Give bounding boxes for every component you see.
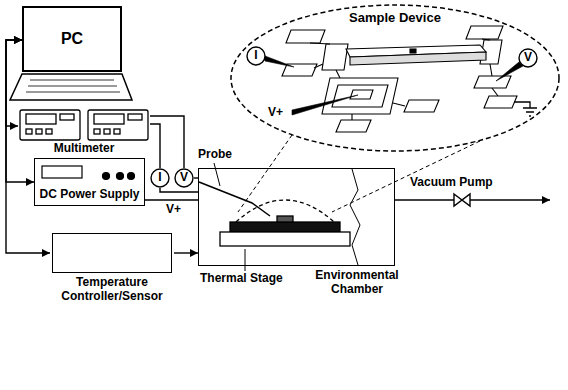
node-text: PC — [61, 30, 83, 48]
leader-line — [245, 249, 246, 271]
laptop-base — [10, 74, 132, 100]
power-supply-panel — [128, 173, 135, 180]
multimeter-icon — [88, 110, 148, 140]
node-text: I — [254, 49, 257, 63]
node-text: Environmental Chamber — [307, 269, 407, 297]
node-text: I — [158, 171, 161, 185]
sample-device-drawing — [350, 52, 486, 65]
circle-outline — [151, 169, 169, 187]
vacuum-line — [395, 194, 550, 206]
connector — [145, 199, 198, 200]
figure-label: Probe — [198, 148, 232, 162]
sample-device-drawing — [322, 78, 398, 114]
sample-device-drawing — [282, 26, 517, 132]
sample-device-drawing — [286, 30, 325, 43]
edge-label: V+ — [166, 203, 181, 217]
circle-outline — [175, 169, 193, 187]
inset-outline — [231, 5, 559, 151]
controller-group: Temperature Controller/Sensor — [50, 233, 174, 304]
probe-tip — [265, 56, 523, 115]
sample-device-drawing — [332, 85, 388, 107]
ground-symbol — [523, 108, 537, 116]
vacuum-line — [454, 194, 470, 206]
thermal-stage — [230, 222, 340, 232]
multimeter-icon — [60, 114, 74, 120]
thermal-stage — [236, 200, 334, 222]
sample-device-drawing — [466, 26, 503, 39]
node-text: Sample Device — [230, 11, 560, 26]
leader-line — [214, 97, 348, 271]
controller-box — [52, 233, 172, 273]
leader-line — [214, 163, 220, 186]
probe-needle — [199, 182, 270, 216]
probe-tip — [265, 56, 294, 67]
probe-needle — [199, 182, 270, 216]
connector — [150, 116, 184, 168]
multimeter-group: Multimeter — [18, 108, 150, 156]
thermal-stage — [220, 232, 350, 246]
sample-device-drawing — [310, 39, 498, 120]
figure-label: Thermal Stage — [200, 272, 283, 286]
power-supply-box: DC Power Supply — [34, 158, 145, 206]
multimeter-icon — [46, 129, 52, 134]
meter-circle: V — [174, 168, 194, 188]
chamber-cutaway — [350, 169, 360, 265]
multimeter-icon — [104, 129, 110, 134]
node-text: V — [180, 171, 188, 185]
node-text: Multimeter — [18, 142, 150, 156]
power-supply-panel — [42, 166, 82, 178]
node-text: DC Power Supply — [39, 188, 139, 202]
multimeter-icon — [94, 114, 124, 124]
laptop-base — [26, 80, 120, 92]
meter-circle: I — [246, 46, 266, 66]
multimeter-icon — [114, 129, 120, 134]
probe-tip — [292, 95, 358, 115]
zoom-line — [238, 135, 480, 212]
circle-outline — [519, 49, 537, 67]
laptop-base — [10, 74, 132, 100]
circle-outline — [247, 47, 265, 65]
multimeter-icon — [20, 110, 80, 140]
zoom-line — [238, 135, 292, 212]
power-supply-panel — [42, 166, 135, 180]
multimeter-icon — [20, 110, 148, 140]
sample-device-drawing — [350, 90, 373, 99]
ground-symbol — [514, 102, 537, 116]
node-text: Temperature Controller/Sensor — [50, 276, 174, 304]
figure-label: V+ — [268, 106, 283, 120]
meter-circle: I — [150, 168, 170, 188]
connector — [6, 40, 22, 126]
chamber-box: Environmental Chamber — [198, 168, 395, 266]
inset-outline — [230, 4, 560, 152]
multimeter-icon — [26, 114, 56, 124]
probe-tip — [496, 62, 523, 81]
meter-circle: V — [518, 48, 538, 68]
ground-symbol — [514, 102, 530, 108]
inset-ellipse: Sample DeviceI V — [230, 4, 560, 152]
thermal-stage — [220, 200, 350, 246]
vacuum-line — [395, 199, 550, 200]
node-text: V — [524, 51, 532, 65]
power-supply-panel — [117, 173, 124, 180]
sample-device-drawing — [404, 100, 439, 112]
figure-label: Vacuum Pump — [410, 176, 493, 190]
sample-device-drawing — [484, 96, 517, 108]
pc-screen: PC — [22, 6, 122, 72]
multimeter-icon — [94, 129, 100, 134]
sample-device-drawing — [474, 76, 511, 88]
sample-device-drawing — [322, 44, 348, 70]
connector — [160, 188, 198, 192]
sample-device-drawing — [410, 49, 416, 53]
multimeter-icon — [128, 114, 142, 120]
sample-device-drawing — [336, 120, 371, 132]
thermal-stage — [277, 216, 293, 222]
connector — [150, 124, 160, 168]
multimeter-icon — [26, 129, 32, 134]
power-supply-panel — [103, 173, 110, 180]
multimeter-icon — [36, 129, 42, 134]
connector — [174, 252, 198, 253]
chamber-cutaway — [350, 169, 360, 265]
